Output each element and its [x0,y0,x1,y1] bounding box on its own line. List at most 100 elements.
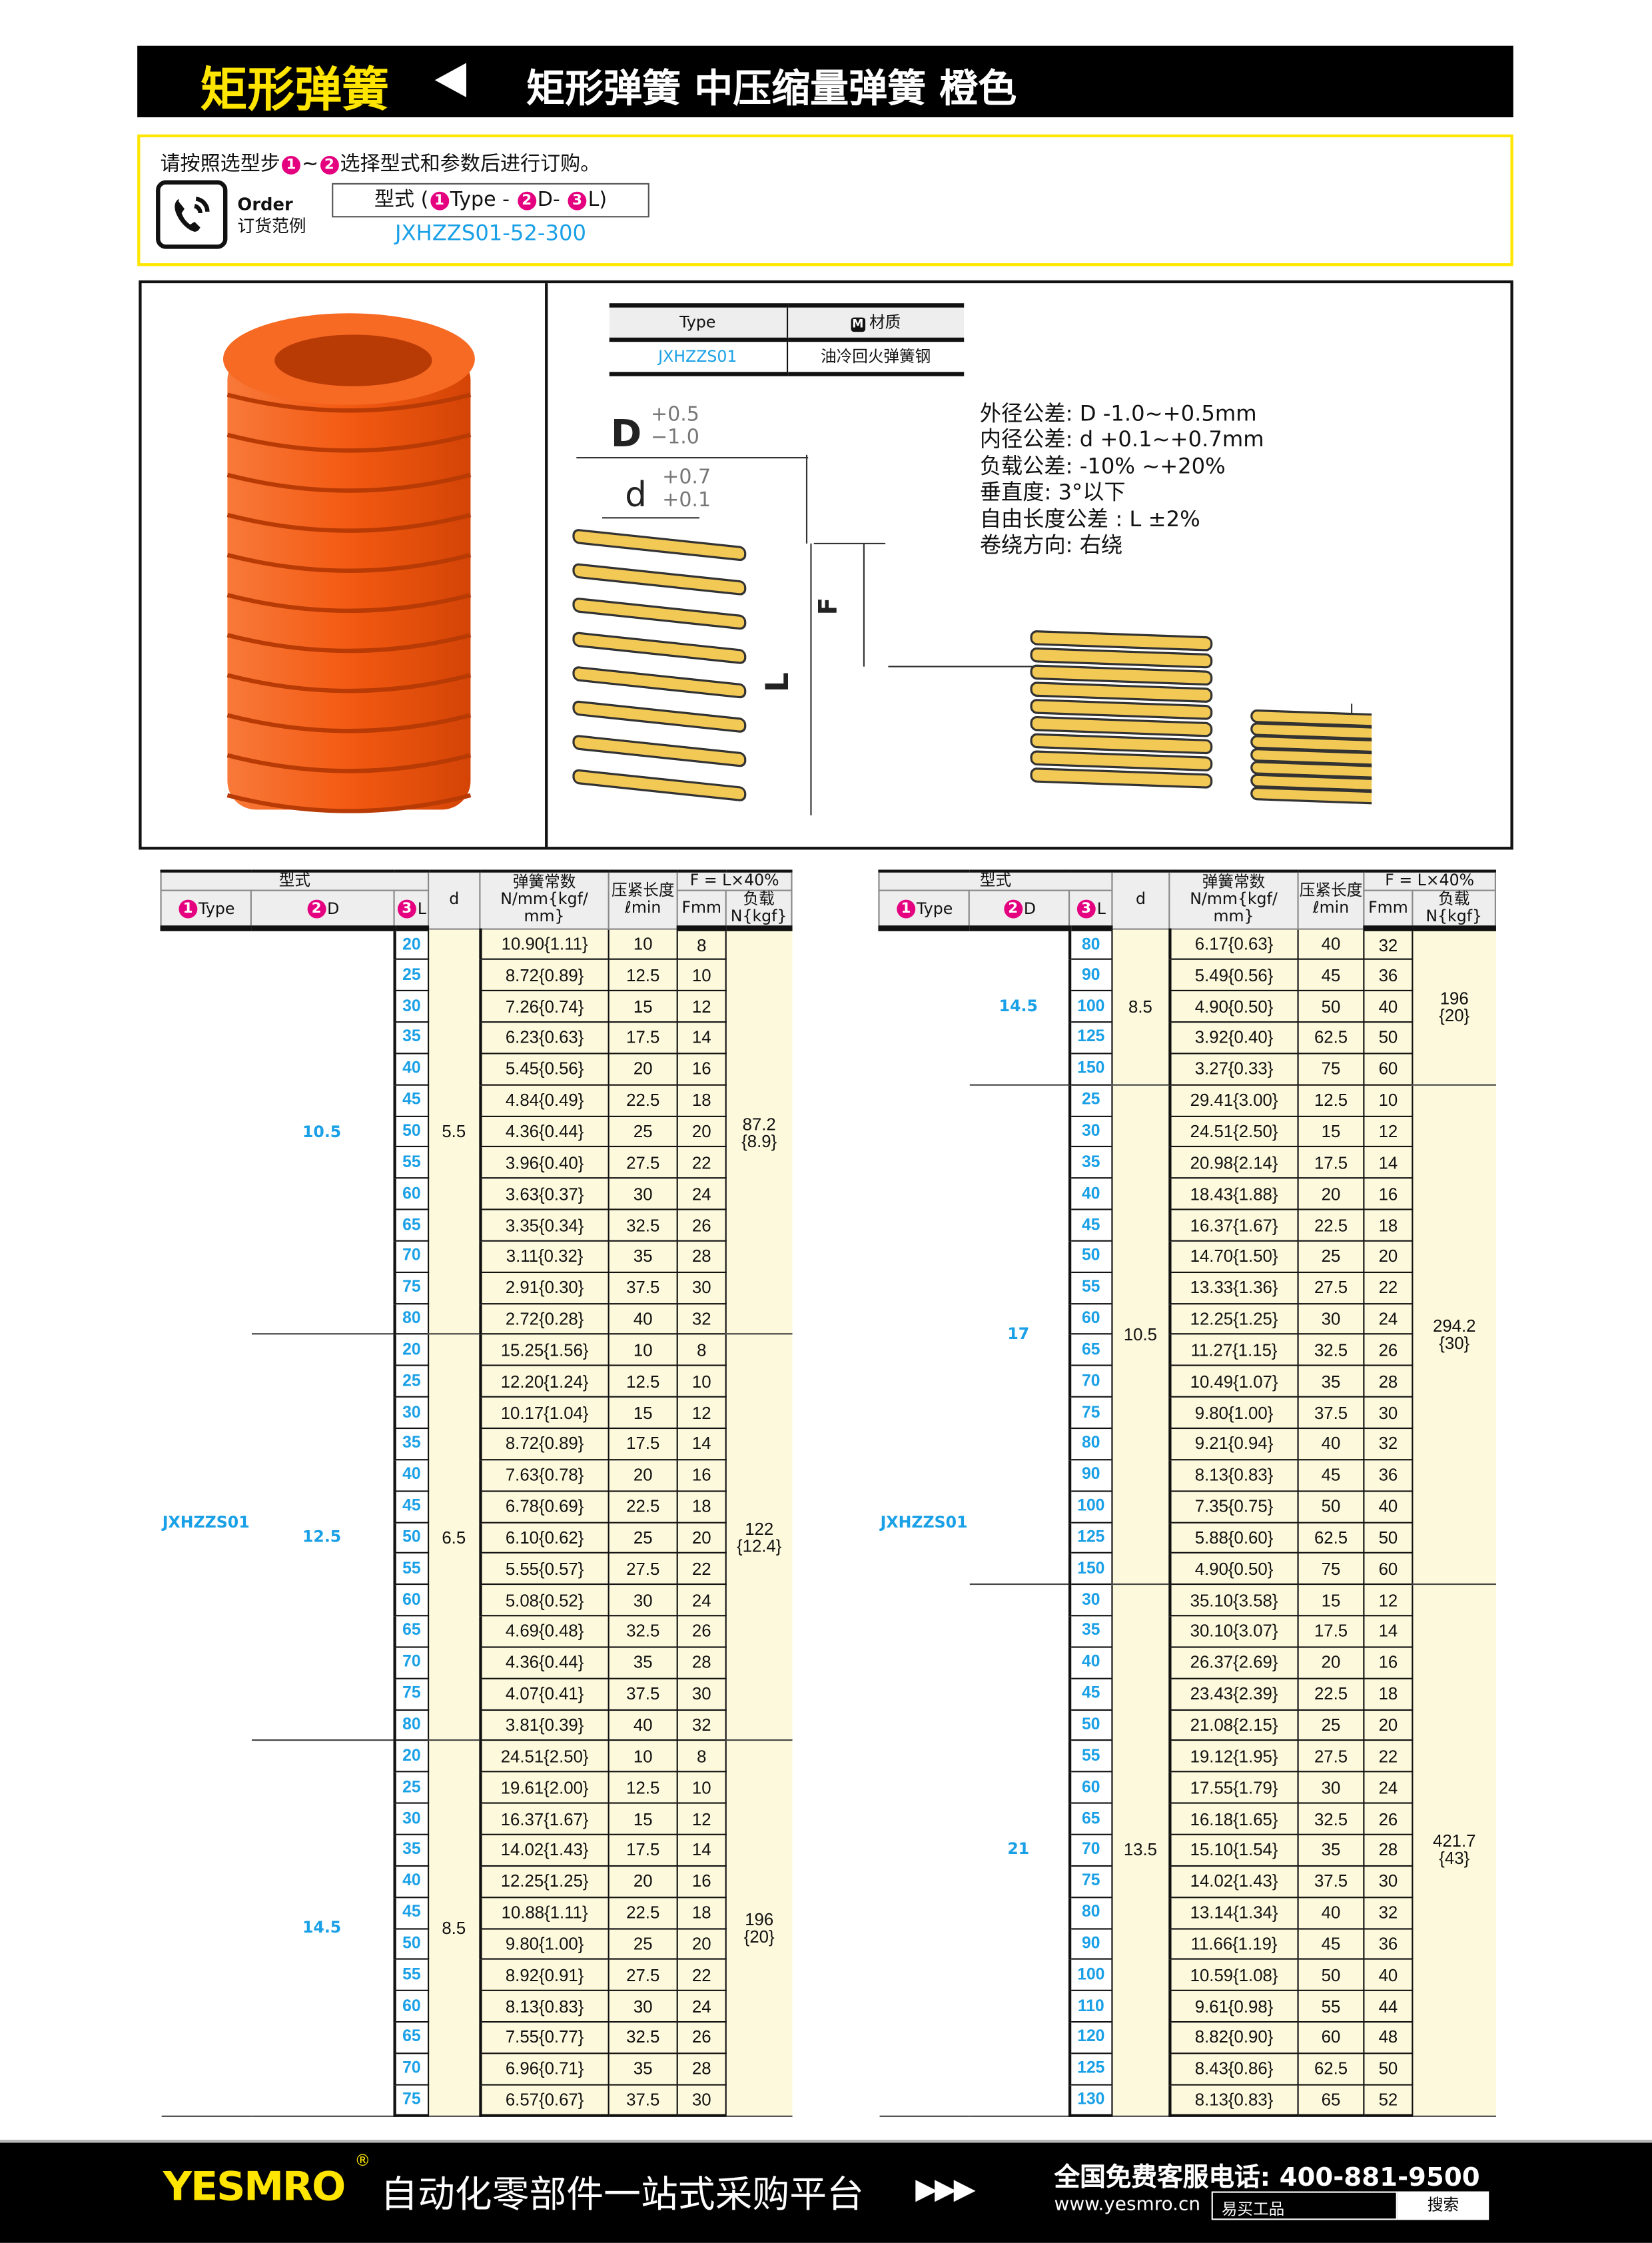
free-length-cell[interactable]: 40 [392,1458,430,1492]
free-length-cell[interactable]: 50 [1067,1240,1113,1273]
free-length-cell[interactable]: 60 [392,1990,430,2023]
step-2-badge: 2 [517,191,536,211]
diagram-coil [1250,735,1372,755]
free-length-cell[interactable]: 80 [1067,1427,1113,1460]
free-length-cell[interactable]: 110 [1067,1990,1113,2023]
free-length-cell[interactable]: 35 [1067,1615,1113,1648]
outer-diameter-cell[interactable]: 21 [969,1584,1070,2116]
free-length-cell[interactable]: 60 [1067,1771,1113,1804]
free-length-cell[interactable]: 75 [1067,1865,1113,1898]
free-length-cell[interactable]: 75 [392,2083,430,2117]
solid-length-cell: 15 [608,1802,678,1835]
free-length-cell[interactable]: 45 [392,1083,430,1117]
free-length-cell[interactable]: 65 [392,1615,430,1648]
website-url[interactable]: www.yesmro.cn [1054,2194,1201,2216]
free-length-cell[interactable]: 30 [1067,1583,1113,1617]
free-length-cell[interactable]: 35 [392,1021,430,1055]
free-length-cell[interactable]: 35 [1067,1146,1113,1179]
free-length-cell[interactable]: 55 [392,1552,430,1585]
free-length-cell[interactable]: 90 [1067,959,1113,992]
free-length-cell[interactable]: 125 [1067,1521,1113,1554]
back-triangle-icon[interactable] [434,63,466,98]
type-cell[interactable]: JXHZZS01 [161,928,251,2116]
free-length-cell[interactable]: 65 [1067,1334,1113,1367]
free-length-cell[interactable]: 125 [1067,1021,1113,1055]
search-button[interactable]: 搜索 [1397,2191,1489,2220]
free-length-cell[interactable]: 30 [392,990,430,1023]
free-length-cell[interactable]: 55 [1067,1739,1113,1773]
free-length-cell[interactable]: 70 [392,1240,430,1273]
free-length-cell[interactable]: 70 [1067,1365,1113,1398]
free-length-cell[interactable]: 100 [1067,1490,1113,1523]
free-length-cell[interactable]: 150 [1067,1552,1113,1585]
free-length-cell[interactable]: 120 [1067,2021,1113,2054]
search-input[interactable]: 易买工品 [1211,2191,1398,2220]
outer-diameter-cell[interactable]: 10.5 [250,928,394,1336]
free-length-cell[interactable]: 40 [1067,1646,1113,1679]
free-length-cell[interactable]: 75 [392,1271,430,1304]
deflection-cell: 14 [676,1427,727,1460]
free-length-cell[interactable]: 45 [1067,1677,1113,1711]
free-length-cell[interactable]: 70 [392,2052,430,2086]
free-length-cell[interactable]: 90 [1067,1927,1113,1961]
free-length-cell[interactable]: 35 [392,1427,430,1460]
free-length-cell[interactable]: 30 [1067,1115,1113,1148]
free-length-cell[interactable]: 65 [392,1208,430,1242]
free-length-cell[interactable]: 130 [1067,2083,1113,2117]
free-length-cell[interactable]: 80 [1067,927,1113,961]
free-length-cell[interactable]: 45 [392,1490,430,1523]
free-length-cell[interactable]: 60 [392,1583,430,1617]
type-value[interactable]: JXHZZS01 [609,339,787,376]
outer-diameter-cell[interactable]: 14.5 [969,928,1070,1086]
free-length-cell[interactable]: 40 [1067,1177,1113,1210]
free-length-cell[interactable]: 65 [392,2021,430,2054]
free-length-cell[interactable]: 55 [1067,1271,1113,1304]
outer-diameter-cell[interactable]: 14.5 [250,1741,394,2116]
outer-diameter-cell[interactable]: 12.5 [250,1334,394,1742]
free-length-cell[interactable]: 25 [392,1771,430,1804]
free-length-cell[interactable]: 80 [392,1302,430,1336]
free-length-cell[interactable]: 75 [392,1677,430,1711]
brand-logo[interactable]: YESMRO [163,2162,346,2210]
free-length-cell[interactable]: 20 [392,1739,430,1773]
spring-constant-cell: 24.51{2.50} [1168,1115,1299,1148]
free-length-cell[interactable]: 20 [392,927,430,961]
free-length-cell[interactable]: 20 [392,1334,430,1367]
free-length-cell[interactable]: 35 [392,1833,430,1867]
deflection-cell: 22 [676,1552,727,1585]
outer-diameter-cell[interactable]: 17 [969,1085,1070,1585]
free-length-cell[interactable]: 25 [392,959,430,992]
free-length-cell[interactable]: 65 [1067,1802,1113,1835]
free-length-cell[interactable]: 40 [392,1865,430,1898]
free-length-cell[interactable]: 50 [392,1927,430,1961]
free-length-cell[interactable]: 125 [1067,2052,1113,2086]
free-length-cell[interactable]: 80 [392,1709,430,1742]
free-length-cell[interactable]: 40 [392,1053,430,1086]
free-length-cell[interactable]: 25 [1067,1083,1113,1117]
spring-constant-cell: 3.63{0.37} [478,1177,610,1210]
free-length-cell[interactable]: 70 [1067,1833,1113,1867]
type-cell[interactable]: JXHZZS01 [879,928,969,2116]
format-text: 型式 ( [374,189,429,212]
free-length-cell[interactable]: 80 [1067,1896,1113,1929]
free-length-cell[interactable]: 45 [1067,1208,1113,1242]
free-length-cell[interactable]: 30 [392,1396,430,1430]
free-length-cell[interactable]: 50 [392,1521,430,1554]
free-length-cell[interactable]: 100 [1067,1959,1113,1992]
free-length-cell[interactable]: 25 [392,1365,430,1398]
free-length-cell[interactable]: 100 [1067,990,1113,1023]
free-length-cell[interactable]: 150 [1067,1053,1113,1086]
free-length-cell[interactable]: 55 [392,1959,430,1992]
free-length-cell[interactable]: 55 [392,1146,430,1179]
free-length-cell[interactable]: 50 [392,1115,430,1148]
free-length-cell[interactable]: 70 [392,1646,430,1679]
spring-constant-cell: 19.61{2.00} [478,1771,610,1804]
free-length-cell[interactable]: 50 [1067,1709,1113,1742]
free-length-cell[interactable]: 30 [392,1802,430,1835]
free-length-cell[interactable]: 45 [392,1896,430,1929]
free-length-cell[interactable]: 60 [392,1177,430,1210]
free-length-cell[interactable]: 90 [1067,1458,1113,1492]
free-length-cell[interactable]: 60 [1067,1302,1113,1336]
free-length-cell[interactable]: 75 [1067,1396,1113,1430]
